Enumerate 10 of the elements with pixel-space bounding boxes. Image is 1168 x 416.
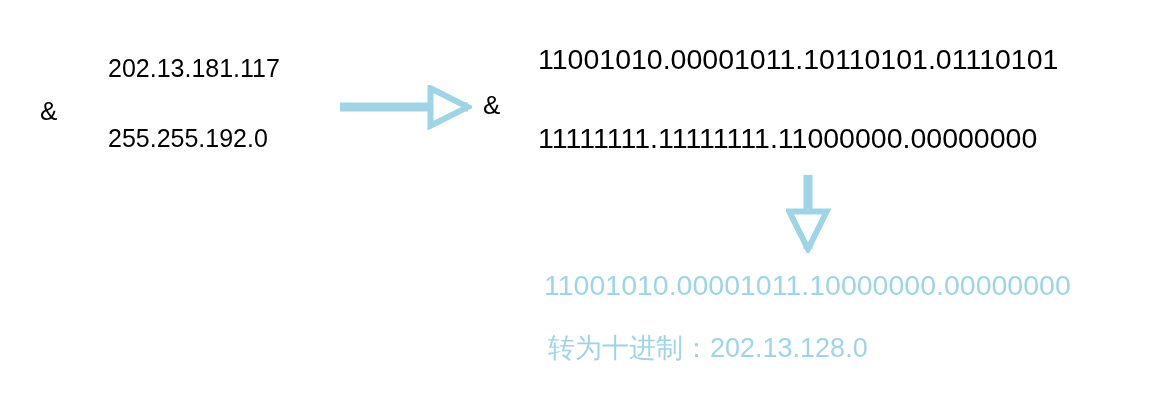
- hollow-arrow: [340, 85, 471, 129]
- binary-address-text: 11001010.00001011.10000000.00000000: [544, 269, 1071, 302]
- decimal-result-text: 转为十进制：202.13.128.0: [548, 332, 868, 365]
- binary-address-text: 255.255.192.0: [108, 124, 268, 153]
- and-operator-symbol: &: [483, 90, 501, 121]
- binary-address-text: 11001010.00001011.10110101.01110101: [538, 43, 1059, 76]
- binary-address-text: 11111111.11111111.11000000.00000000: [538, 122, 1038, 155]
- and-operator-symbol: &: [40, 96, 58, 127]
- hollow-arrow: [786, 175, 830, 252]
- binary-address-text: 202.13.181.117: [108, 54, 280, 83]
